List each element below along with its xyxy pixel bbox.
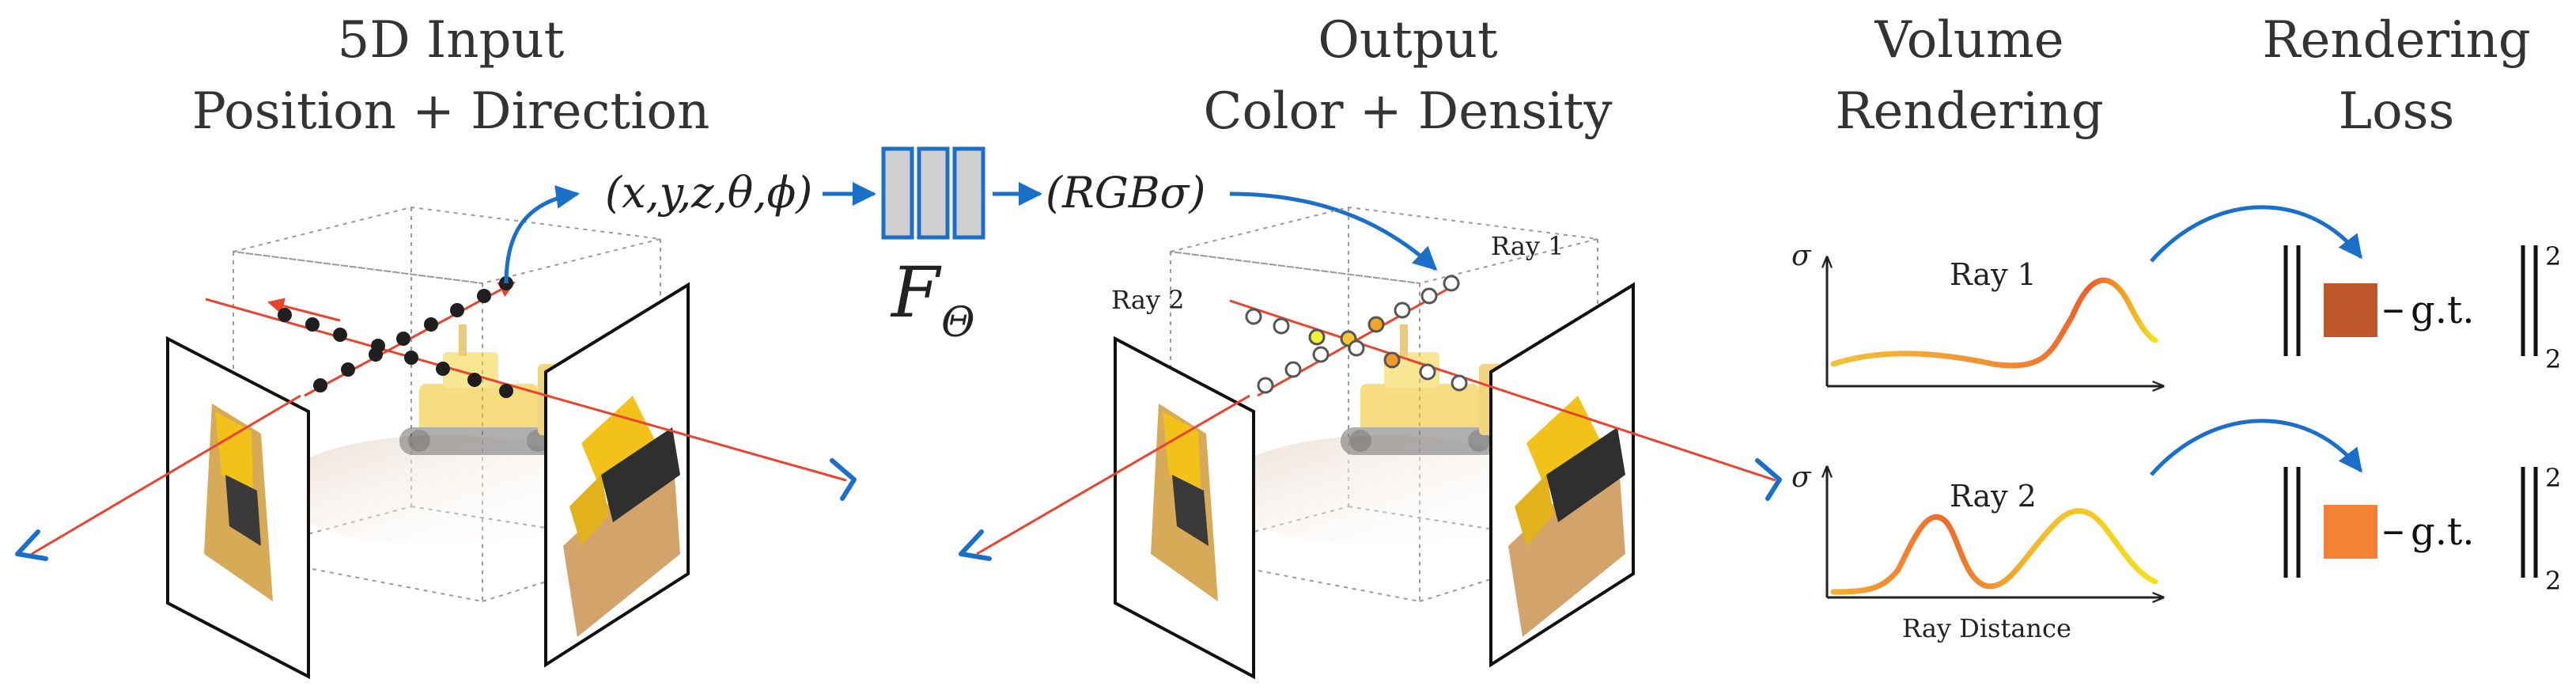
header-output-line1: Output — [1318, 11, 1498, 70]
ray-line — [976, 394, 1250, 556]
network-subscript: Θ — [941, 299, 975, 347]
left-image-plane — [166, 336, 310, 680]
sample-points-output — [1245, 275, 1468, 394]
camera-icon — [1755, 458, 1782, 501]
network-label: F — [890, 252, 942, 333]
header-volume-line1: Volume — [1874, 11, 2064, 70]
plot-title-ray1: Ray 1 — [1950, 257, 2037, 292]
header-volume-line2: Rendering — [1835, 82, 2104, 141]
camera-icon — [15, 529, 48, 561]
norm-superscript: 2 — [2545, 241, 2561, 271]
ray-line — [267, 298, 341, 322]
density-curve — [1830, 508, 2158, 595]
loss-ray2: – g.t. 2 2 — [2283, 463, 2561, 596]
output-scene — [959, 206, 1782, 680]
minus-sign: – — [2382, 504, 2404, 556]
volume-plot-ray2: σ Ray 2 Ray Distance — [1791, 461, 2163, 643]
density-curve — [1830, 277, 2158, 369]
header-output-line2: Color + Density — [1203, 82, 1613, 141]
right-image-plane — [544, 282, 690, 668]
render-to-loss-arrow — [2150, 419, 2362, 476]
rendered-color-swatch — [2324, 505, 2377, 559]
input-scene — [15, 184, 857, 680]
ground-truth-label: g.t. — [2411, 288, 2475, 332]
neural-network-icon — [881, 146, 985, 240]
header-volume-rendering: Volume Rendering — [1780, 5, 2159, 147]
sigma-label: σ — [1791, 461, 1812, 494]
plot-title-ray2: Ray 2 — [1950, 479, 2037, 514]
input-tuple: (x,y,z,θ,ϕ) — [605, 168, 812, 218]
output-tuple: (RGBσ) — [1046, 168, 1205, 218]
volume-plot-ray1: σ Ray 1 — [1791, 240, 2163, 386]
render-to-loss-arrow — [2150, 205, 2362, 263]
norm-subscript: 2 — [2545, 344, 2561, 374]
scene-shadow — [1218, 435, 1550, 546]
header-loss-line1: Rendering — [2262, 11, 2531, 70]
header-5d-input: 5D Input Position + Direction — [127, 5, 775, 147]
header-output: Output Color + Density — [1107, 5, 1708, 147]
header-loss-line2: Loss — [2338, 82, 2455, 141]
left-image-plane-output — [1114, 336, 1255, 680]
x-axis-label: Ray Distance — [1902, 613, 2071, 643]
norm-subscript: 2 — [2545, 566, 2561, 596]
scene-shadow — [277, 435, 609, 546]
sigma-label: σ — [1791, 240, 1812, 272]
loss-ray1: – g.t. 2 2 — [2283, 241, 2561, 374]
right-image-plane-output — [1489, 282, 1635, 668]
ray-2-label: Ray 2 — [1111, 285, 1185, 315]
header-rendering-loss: Rendering Loss — [2230, 5, 2563, 147]
header-5d-input-line1: 5D Input — [337, 11, 565, 70]
ray-line — [31, 394, 301, 556]
input-arrow — [504, 184, 580, 284]
rendered-color-swatch — [2324, 283, 2377, 337]
ground-truth-label: g.t. — [2411, 510, 2475, 554]
minus-sign: – — [2382, 283, 2404, 334]
header-5d-input-line2: Position + Direction — [191, 82, 710, 141]
output-arrow — [1229, 192, 1438, 271]
camera-icon — [830, 458, 857, 501]
sample-points — [278, 276, 513, 398]
norm-superscript: 2 — [2545, 463, 2561, 493]
ray-1-label: Ray 1 — [1491, 231, 1564, 261]
camera-icon — [959, 529, 992, 561]
